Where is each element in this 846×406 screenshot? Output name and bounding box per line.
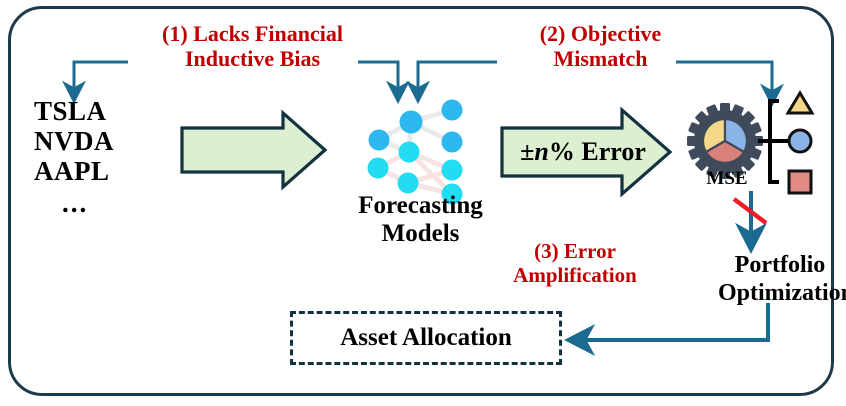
asset-allocation-box bbox=[290, 311, 562, 365]
ticker-list: TSLA NVDA AAPL bbox=[34, 96, 114, 187]
annotation-1-label: (1) Lacks Financial Inductive Bias bbox=[162, 21, 343, 71]
annotation-3-label: (3) Error Amplification bbox=[513, 239, 637, 287]
forecasting-models-label: Forecasting Models bbox=[358, 192, 483, 247]
outer-rounded-frame bbox=[8, 6, 834, 396]
error-label-suffix: % Error bbox=[548, 137, 646, 166]
annotation-2-label: (2) Objective Mismatch bbox=[539, 21, 662, 71]
ticker-ellipsis: ... bbox=[62, 188, 89, 218]
mse-label: MSE bbox=[706, 168, 748, 189]
portfolio-optimization-label: Portfolio Optimization bbox=[718, 252, 846, 307]
error-arrow-label: ±n% Error bbox=[508, 137, 658, 166]
error-label-prefix: ± bbox=[520, 137, 535, 166]
error-label-variable: n bbox=[534, 137, 549, 166]
asset-allocation-label: Asset Allocation bbox=[340, 324, 512, 351]
